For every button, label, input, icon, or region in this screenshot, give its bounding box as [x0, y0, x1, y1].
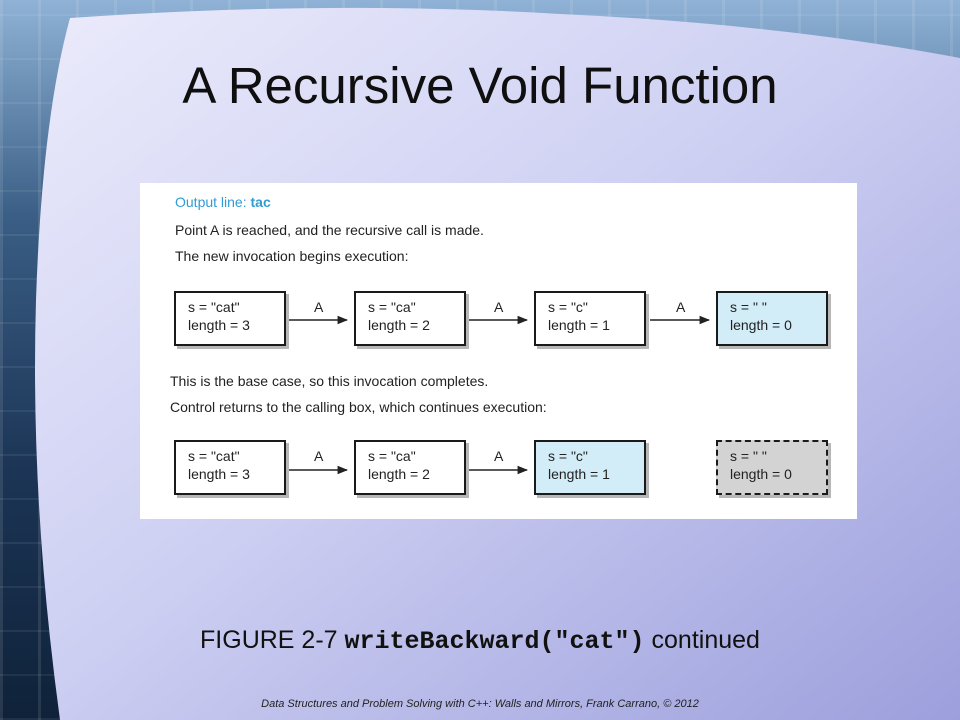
call-box-row2-ca: s = "ca" length = 2 [354, 440, 466, 495]
box-length-value: length = 3 [188, 317, 250, 333]
figure-text-new-invocation: The new invocation begins execution: [175, 248, 409, 264]
arrow-label-1-2: A [494, 299, 504, 315]
call-box-row1-cat: s = "cat" length = 3 [174, 291, 286, 346]
box-length-value: length = 0 [730, 317, 792, 333]
box-length-value: length = 0 [730, 466, 792, 482]
box-s-value: s = "cat" [188, 299, 240, 315]
caption-suffix: continued [644, 626, 760, 654]
arrows-row-1 [288, 315, 711, 475]
box-s-value: s = " " [730, 448, 767, 464]
output-line-value: tac [250, 194, 271, 210]
caption-prefix: FIGURE 2-7 [200, 626, 345, 654]
arrow-label-1-3: A [676, 299, 686, 315]
box-length-value: length = 1 [548, 317, 610, 333]
figure-text-control-returns: Control returns to the calling box, whic… [170, 399, 547, 415]
figure-text-point-a: Point A is reached, and the recursive ca… [175, 222, 484, 238]
call-box-row1-ca: s = "ca" length = 2 [354, 291, 466, 346]
call-box-row2-c-active: s = "c" length = 1 [534, 440, 646, 495]
arrow-label-2-1: A [314, 448, 324, 464]
output-line-label: Output line: [175, 194, 251, 210]
box-length-value: length = 2 [368, 317, 430, 333]
arrow-label-2-2: A [494, 448, 504, 464]
caption-code: writeBackward("cat") [344, 627, 645, 656]
arrow-label-1-1: A [314, 299, 324, 315]
box-s-value: s = "ca" [368, 299, 416, 315]
box-length-value: length = 2 [368, 466, 430, 482]
box-s-value: s = "cat" [188, 448, 240, 464]
box-length-value: length = 3 [188, 466, 250, 482]
figure-2-7: Output line: tac Point A is reached, and… [140, 183, 857, 519]
slide-title: A Recursive Void Function [182, 57, 778, 114]
box-s-value: s = " " [730, 299, 767, 315]
output-line: Output line: tac [175, 194, 271, 210]
figure-text-base-case: This is the base case, so this invocatio… [170, 373, 489, 389]
call-box-row2-cat: s = "cat" length = 3 [174, 440, 286, 495]
box-s-value: s = "c" [548, 448, 588, 464]
box-s-value: s = "ca" [368, 448, 416, 464]
box-s-value: s = "c" [548, 299, 588, 315]
call-box-row1-base-case: s = " " length = 0 [716, 291, 828, 346]
slide-footer: Data Structures and Problem Solving with… [261, 698, 699, 710]
call-box-row1-c: s = "c" length = 1 [534, 291, 646, 346]
figure-caption: FIGURE 2-7 writeBackward("cat") continue… [0, 626, 960, 656]
call-box-row2-completed: s = " " length = 0 [716, 440, 828, 495]
box-length-value: length = 1 [548, 466, 610, 482]
